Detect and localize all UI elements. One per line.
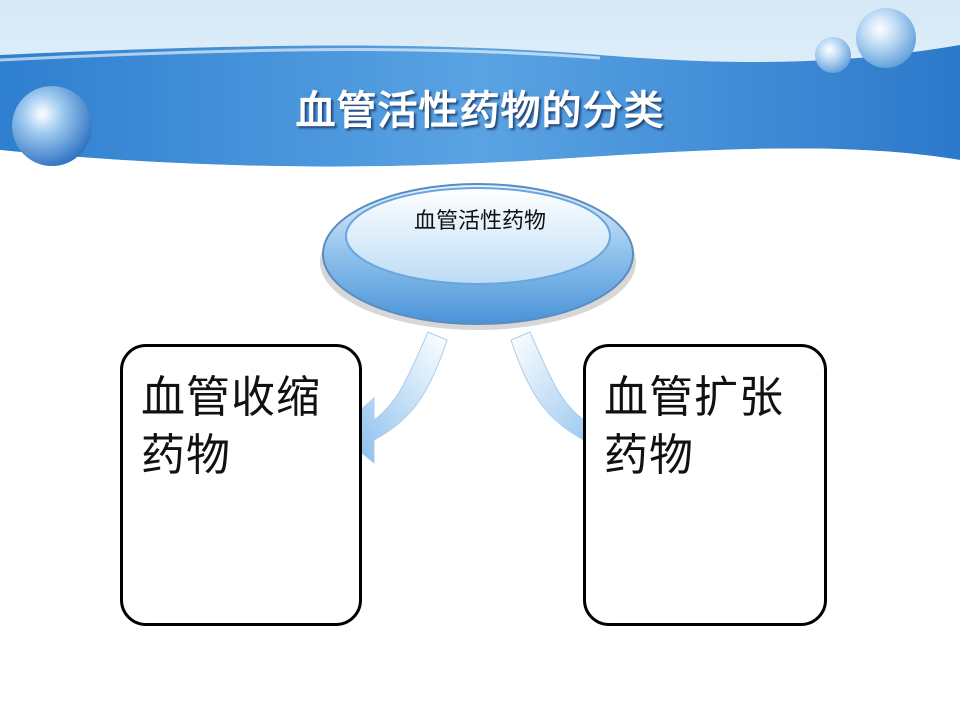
vasodilator-box: 血管扩张药物 bbox=[583, 344, 827, 626]
sphere-top-right bbox=[856, 8, 916, 68]
sphere-large-left bbox=[12, 86, 92, 166]
vasoconstrictor-label: 血管收缩药物 bbox=[141, 372, 321, 481]
sphere-small-right bbox=[815, 37, 851, 73]
header-banner bbox=[0, 0, 960, 200]
center-node-disc bbox=[320, 183, 636, 330]
vasoconstrictor-box: 血管收缩药物 bbox=[120, 344, 362, 626]
arrow-left bbox=[335, 331, 448, 465]
center-node-label: 血管活性药物 bbox=[413, 209, 546, 234]
slide-title: 血管活性药物的分类 bbox=[295, 88, 665, 134]
vasodilator-label: 血管扩张药物 bbox=[604, 372, 784, 481]
